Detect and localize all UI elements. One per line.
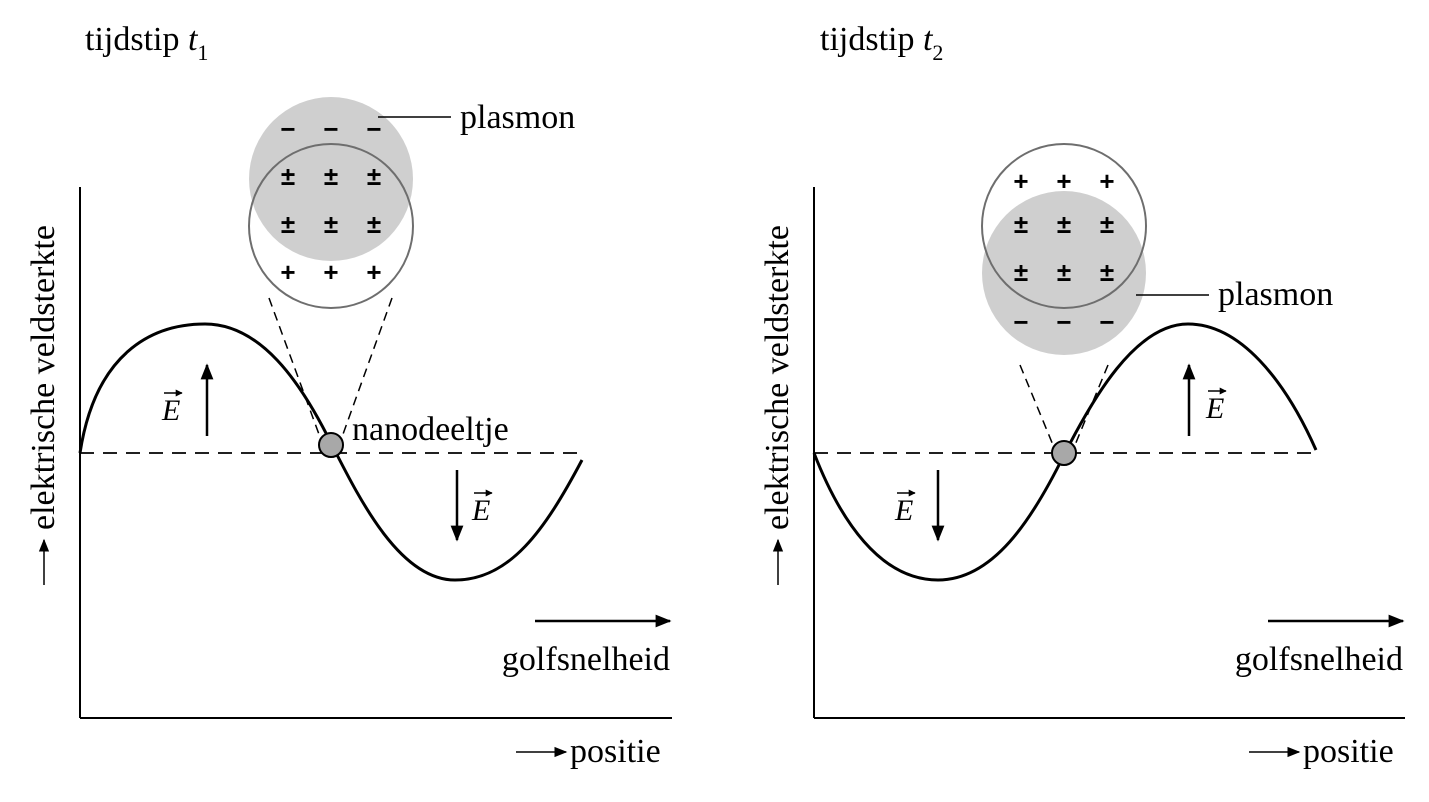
charge-sign: ± <box>1014 257 1028 287</box>
charge-sign: − <box>366 114 381 144</box>
zoom-line-left <box>268 297 321 438</box>
particle-outline <box>981 143 1147 309</box>
charge-sign: ± <box>367 161 381 191</box>
zoom-line-left <box>1019 364 1054 446</box>
charge-sign: ± <box>367 209 381 239</box>
y-axis-label: elektrische veldsterkte <box>759 225 796 530</box>
field-label-up: E <box>161 389 183 427</box>
charge-sign: + <box>1056 166 1071 196</box>
svg-text:E: E <box>1205 392 1224 425</box>
x-axis-label: positie <box>1303 733 1394 770</box>
field-label-down: E <box>471 489 493 527</box>
svg-text:E: E <box>894 494 913 527</box>
charge-sign: + <box>323 257 338 287</box>
zoom-line-right <box>341 297 393 438</box>
charge-sign: − <box>1013 307 1028 337</box>
svg-text:E: E <box>471 494 490 527</box>
charge-sign: − <box>1099 307 1114 337</box>
charge-sign: + <box>1013 166 1028 196</box>
charge-sign: + <box>280 257 295 287</box>
charge-sign: ± <box>1057 257 1071 287</box>
nanoparticle-label: nanodeeltje <box>352 411 509 448</box>
plasmon-cloud <box>249 97 413 261</box>
field-label-up: E <box>1205 387 1227 425</box>
charge-sign: − <box>323 114 338 144</box>
x-axis-label: positie <box>570 733 661 770</box>
charge-sign: + <box>1099 166 1114 196</box>
charge-sign: ± <box>324 209 338 239</box>
particle-outline <box>248 143 414 309</box>
nanoparticle <box>318 432 344 458</box>
charge-sign: ± <box>281 161 295 191</box>
panel-title: tijdstip t2 <box>820 21 943 65</box>
charge-sign: ± <box>281 209 295 239</box>
plasmon-label: plasmon <box>460 99 575 136</box>
panel-t1: tijdstip t1 elektrische veldsterkte posi… <box>25 21 672 770</box>
nanoparticle <box>1051 440 1077 466</box>
charge-sign: ± <box>324 161 338 191</box>
charge-sign: − <box>280 114 295 144</box>
charge-sign: − <box>1056 307 1071 337</box>
panel-t2: tijdstip t2 elektrische veldsterkte posi… <box>759 21 1405 770</box>
charge-sign: ± <box>1057 209 1071 239</box>
charge-sign: ± <box>1100 257 1114 287</box>
charge-grid: + + + ± ± ± ± ± ± − − − <box>1013 166 1114 337</box>
y-axis-label: elektrische veldsterkte <box>25 225 62 530</box>
wave-speed-label: golfsnelheid <box>1235 641 1403 678</box>
wave-speed-label: golfsnelheid <box>502 641 670 678</box>
plasmon-label: plasmon <box>1218 276 1333 313</box>
charge-sign: ± <box>1014 209 1028 239</box>
plasmon-cloud <box>982 191 1146 355</box>
panel-title: tijdstip t1 <box>85 21 208 65</box>
charge-sign: + <box>366 257 381 287</box>
charge-sign: ± <box>1100 209 1114 239</box>
charge-grid: − − − ± ± ± ± ± ± + + + <box>280 114 381 287</box>
field-label-down: E <box>894 489 916 527</box>
svg-text:E: E <box>161 394 180 427</box>
